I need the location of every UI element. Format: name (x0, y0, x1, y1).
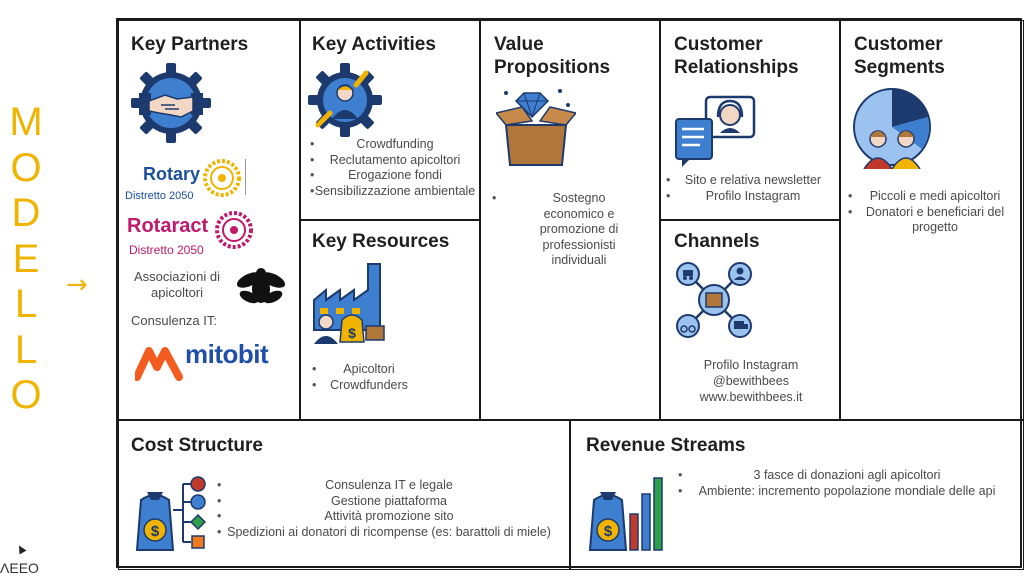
list-item: Attività promozione sito (217, 509, 559, 525)
list-item: Apicoltori (312, 362, 424, 378)
side-letter: D (11, 191, 41, 235)
key-resources-list: Apicoltori Crowdfunders (312, 362, 424, 394)
list-item: Ambiente: incremento popolazione mondial… (678, 484, 1014, 500)
money-bag-flow-icon: $ (135, 476, 207, 551)
key-resources-title: Key Resources (312, 231, 450, 252)
side-letter: L (14, 282, 38, 326)
rotaract-wheel-icon (215, 211, 253, 249)
business-model-canvas: Key Partners Rotary Distretto 2050 Rotar… (116, 18, 1024, 570)
value-propositions-list: Sostegno economico e promozione di profe… (492, 191, 640, 269)
customer-segments-title: Customer Segments (854, 34, 945, 78)
list-item: 3 fasce di donazioni agli apicoltori (678, 468, 1014, 484)
cost-structure-list: Consulenza IT e legale Gestione piattafo… (217, 478, 559, 541)
channels-title: Channels (674, 231, 760, 252)
value-propositions-cell: Value Propositions Sostegno economico e … (479, 20, 661, 421)
revenue-streams-list: 3 fasce di donazioni agli apicoltori Amb… (678, 468, 1014, 500)
revenue-streams-title: Revenue Streams (586, 435, 746, 456)
cropped-text-fragment: ΛΕΕΟ (0, 560, 39, 576)
list-item: Crowdfunding (310, 137, 478, 153)
rotary-logo-text: Rotary (143, 164, 201, 184)
channels-network-icon (676, 262, 752, 338)
side-letter: L (14, 327, 38, 372)
side-letter: O (10, 145, 42, 190)
list-item: Spedizioni ai donatori di ricompense (es… (217, 525, 559, 541)
svg-text:$: $ (151, 523, 160, 540)
value-propositions-title: Value Propositions (494, 34, 611, 78)
arrow-icon: → (66, 270, 88, 300)
rotaract-district: Distretto 2050 (129, 243, 204, 257)
divider (245, 159, 246, 195)
consulenza-label: Consulenza IT: (131, 313, 217, 328)
handshake-gear-icon (131, 63, 211, 143)
mitobit-logo-icon (135, 347, 183, 381)
side-word-modello: M O D E L L O (4, 100, 48, 419)
list-item: Erogazione fondi (310, 168, 478, 184)
mouse-cursor-icon (15, 543, 27, 555)
customer-relationships-title: Customer Relationships (674, 34, 799, 78)
list-item: Sensibilizzazione ambientale (310, 184, 478, 200)
list-item: Reclutamento apicoltori (310, 153, 478, 169)
channels-cell: Channels Profilo Instagram @bewithbees w… (659, 219, 841, 421)
cost-structure-cell: Cost Structure $ Consulenza IT e legale … (118, 419, 571, 570)
list-item: Crowdfunders (312, 378, 424, 394)
money-bag-chart-icon: $ (588, 477, 663, 551)
list-item: Sostegno economico e promozione di profe… (492, 191, 640, 269)
support-chat-icon (675, 95, 756, 167)
mitobit-logo-text: mitobit (185, 339, 269, 369)
channels-handle: @bewithbees (713, 374, 789, 388)
rotary-wheel-icon (203, 159, 241, 197)
factory-money-icon: $ (313, 263, 385, 344)
key-activities-title: Key Activities (312, 34, 436, 55)
customer-segments-list: Piccoli e medi apicoltori Donatori e ben… (848, 189, 1020, 236)
customer-segments-cell: Customer Segments Piccoli e medi apicolt… (839, 20, 1024, 421)
side-letter: M (9, 100, 43, 144)
key-partners-title: Key Partners (131, 34, 249, 55)
worker-gear-icon (308, 63, 382, 137)
list-item: Consulenza IT e legale (217, 478, 559, 494)
customer-relationships-list: Sito e relativa newsletter Profilo Insta… (666, 173, 838, 205)
rotary-district: Distretto 2050 (125, 190, 194, 202)
associations-label: Associazioni di apicoltori (134, 269, 220, 300)
channels-instagram: Profilo Instagram (703, 358, 799, 372)
pie-people-icon (853, 88, 931, 169)
side-letter: O (10, 373, 42, 417)
list-item: Donatori e beneficiari del progetto (848, 205, 1020, 236)
side-letter: E (12, 236, 40, 281)
list-item: Sito e relativa newsletter (666, 173, 838, 189)
key-resources-cell: Key Resources $ Apicoltori Crowdfunders (299, 219, 481, 421)
rotaract-logo-text: Rotaract (127, 215, 209, 237)
key-activities-cell: Key Activities Crowdfunding Reclutamento… (299, 20, 481, 221)
list-item: Profilo Instagram (666, 189, 838, 205)
customer-relationships-cell: Customer Relationships Sito e relativa n… (659, 20, 841, 221)
key-activities-list: Crowdfunding Reclutamento apicoltori Ero… (310, 137, 478, 200)
svg-text:$: $ (348, 325, 356, 341)
bee-icon (236, 268, 286, 304)
list-item: Gestione piattaforma (217, 494, 559, 510)
list-item: Piccoli e medi apicoltori (848, 189, 1020, 205)
gift-box-diamond-icon (496, 89, 576, 166)
key-partners-cell: Key Partners Rotary Distretto 2050 Rotar… (118, 20, 301, 421)
revenue-streams-cell: Revenue Streams $ 3 fasce di donazioni a… (569, 419, 1024, 570)
channels-website: www.bewithbees.it (699, 390, 803, 404)
cost-structure-title: Cost Structure (131, 435, 263, 456)
svg-text:$: $ (604, 523, 613, 540)
